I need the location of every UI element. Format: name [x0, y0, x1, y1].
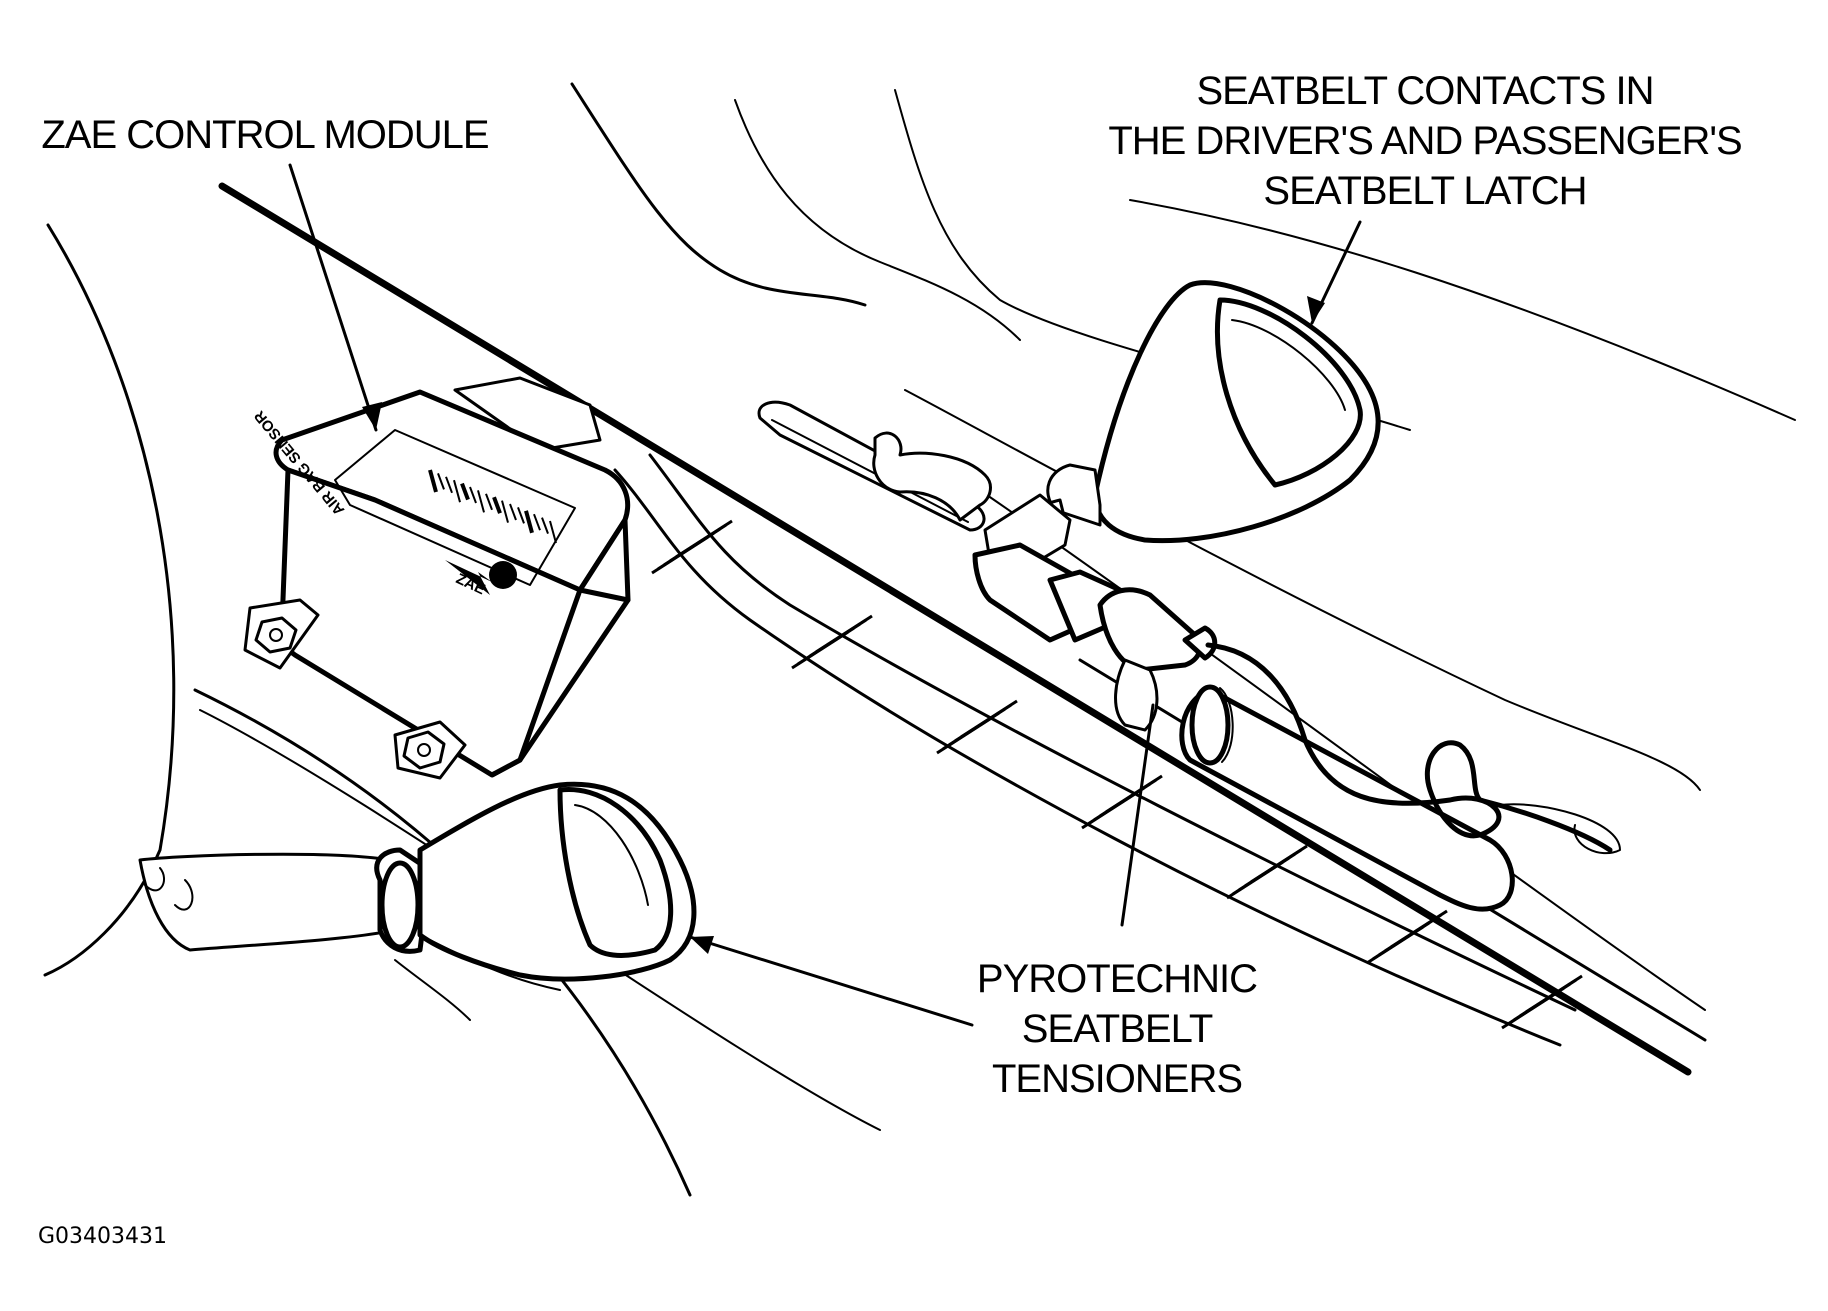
mounting-tab-right — [393, 720, 467, 780]
barcode-bar — [437, 473, 445, 490]
barcode-bar — [509, 503, 517, 521]
label-seatbelt-contacts-line-1: SEATBELT CONTACTS IN — [1196, 69, 1653, 113]
zae-control-module: AIR BAG SENSOR ZAE — [243, 376, 631, 780]
barcode — [428, 469, 557, 544]
barcode-bar — [501, 500, 509, 523]
label-seatbelt-contacts-line-2: THE DRIVER'S AND PASSENGER'S — [1108, 119, 1741, 163]
label-seatbelt-contacts: SEATBELT CONTACTS IN THE DRIVER'S AND PA… — [1108, 69, 1742, 213]
label-zae-control-module: ZAE CONTROL MODULE — [41, 113, 488, 157]
label-pyrotechnic-line-2: SEATBELT — [1022, 1007, 1213, 1051]
barcode-bar — [445, 476, 453, 494]
barcode-bar — [428, 469, 438, 493]
leader-lines — [288, 163, 1362, 1027]
label-seatbelt-contacts-line-3: SEATBELT LATCH — [1263, 169, 1586, 213]
barcode-bar — [485, 493, 493, 511]
loom-stripe — [815, 614, 873, 654]
barcode-bar — [541, 517, 549, 534]
seatbelt-buckle-lower — [138, 781, 697, 1021]
barcode-bar — [469, 486, 477, 504]
loom-stripe — [960, 699, 1018, 739]
label-pyrotechnic-line-3: TENSIONERS — [992, 1057, 1242, 1101]
barcode-bar — [477, 490, 485, 513]
loom-stripe — [675, 519, 733, 559]
wiring-harness-rail — [218, 182, 1692, 1076]
barcode-bar — [453, 479, 461, 503]
loom-stripe — [1250, 844, 1308, 884]
arrow-icon — [445, 560, 492, 595]
label-pyrotechnic-line-1: PYROTECHNIC — [977, 957, 1257, 1001]
loom-stripe — [1525, 974, 1583, 1014]
barcode-bar — [460, 482, 470, 501]
seat-outline-right — [570, 82, 1796, 1011]
loom-stripe — [1105, 774, 1163, 814]
seatbelt-latch-upper — [757, 280, 1381, 544]
loom-stripe — [1390, 909, 1448, 949]
barcode-bar — [533, 513, 541, 531]
wiring-loom — [613, 453, 1583, 1047]
barcode-bar — [524, 510, 534, 534]
barcode-bar — [549, 520, 557, 544]
figure-id: G03403431 — [38, 1224, 167, 1249]
mounting-tab-left — [243, 598, 320, 670]
module-logo-icon — [489, 561, 517, 589]
label-pyrotechnic-tensioners: PYROTECHNIC SEATBELT TENSIONERS — [977, 957, 1258, 1101]
pyrotechnic-tensioner-upper — [872, 431, 1621, 912]
barcode-bar — [492, 496, 502, 514]
barcode-bar — [517, 507, 525, 524]
